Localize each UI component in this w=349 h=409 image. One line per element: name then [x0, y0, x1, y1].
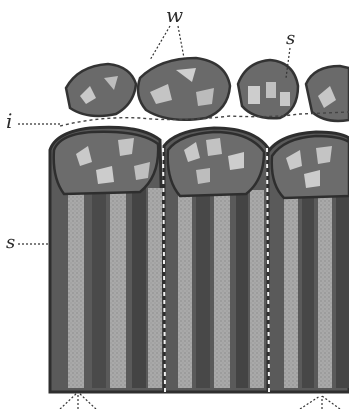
top-cell-2	[138, 58, 230, 120]
columnar-cell-2	[164, 128, 270, 392]
nucleus	[118, 138, 134, 156]
columnar-cell-1	[50, 127, 166, 392]
pointer-w	[150, 26, 184, 60]
nucleus	[248, 86, 260, 104]
nucleus	[316, 146, 332, 164]
top-cell-row	[66, 58, 349, 121]
nucleus	[196, 168, 210, 184]
label-i: i	[6, 109, 12, 133]
nucleus	[266, 82, 276, 98]
label-s-top: s	[286, 28, 295, 49]
columnar-cell-3	[268, 132, 349, 392]
top-cell-1	[66, 64, 136, 116]
label-w: w	[166, 3, 183, 27]
basal-pointer-lines	[60, 392, 340, 409]
label-s-left: s	[6, 232, 15, 253]
nucleus	[280, 92, 290, 106]
nucleus	[206, 138, 222, 156]
